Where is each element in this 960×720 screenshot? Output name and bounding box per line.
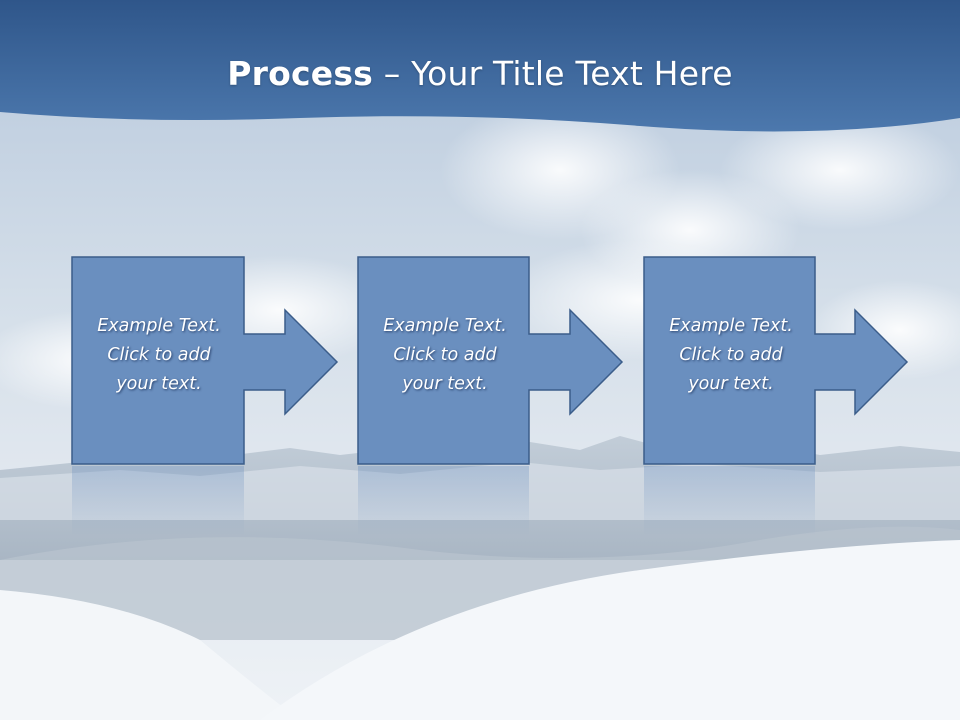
snow-slope [260, 540, 960, 720]
step-reflection [644, 466, 815, 536]
step-arrow-shape [643, 256, 909, 536]
header-band [0, 0, 960, 132]
slide-title[interactable]: Process – Your Title Text Here [0, 52, 960, 96]
step-arrow-shape [357, 256, 624, 536]
step-text[interactable]: Example Text. Click to add your text. [669, 316, 793, 394]
cloud-shape [720, 110, 960, 230]
step-reflection [72, 466, 244, 536]
process-step-2[interactable]: Example Text. Click to add your text. [357, 256, 697, 556]
step-reflection [358, 466, 529, 536]
step-arrow-shape [71, 256, 339, 536]
step-text[interactable]: Example Text. Click to add your text. [97, 316, 221, 394]
process-step-1[interactable]: Example Text. Click to add your text. [71, 256, 411, 556]
process-step-3[interactable]: Example Text. Click to add your text. [643, 256, 960, 556]
step-text[interactable]: Example Text. Click to add your text. [383, 316, 507, 394]
title-bold-part: Process [227, 54, 374, 93]
title-rest-part: – Your Title Text Here [373, 54, 733, 93]
snow-slope [0, 590, 300, 720]
